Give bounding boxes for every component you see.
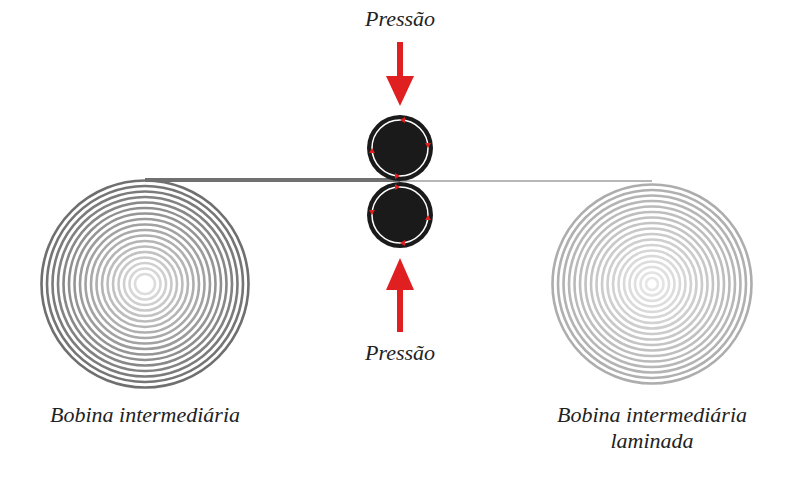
strip-thin [400,180,652,182]
coil-winding [558,190,746,378]
pressure-arrow [386,42,414,106]
coil-core [138,277,152,291]
coil-winding [64,203,227,366]
coil-winding [124,263,166,305]
coil-winding [75,214,216,355]
coil-winding [564,196,741,373]
force-label: Pressão [300,340,500,366]
coil-winding [591,223,713,345]
coil-winding [91,230,199,338]
strip-thick [145,178,400,182]
coil-winding [47,186,243,382]
coil-core [649,281,655,287]
coil-winding [135,274,155,294]
coil-winding [108,247,183,322]
coil-label: Bobina intermediária laminada [536,402,768,455]
roller-symbol [367,115,433,181]
coil-winding [42,181,249,388]
coil-winding [624,256,680,312]
coil-label: Bobina intermediária [5,402,285,428]
coil-winding [113,252,177,316]
coil-winding [553,185,752,384]
coil-winding [646,278,658,290]
coil-winding [58,197,232,371]
coil-winding [580,212,724,356]
coil-winding [575,207,730,362]
coil-winding [586,218,719,351]
coil-winding [53,192,238,377]
coil-winding [630,262,675,307]
coil-winding [641,273,664,296]
roller-symbol [367,182,433,248]
coil-winding [613,245,691,323]
coil-winding [569,201,735,367]
coil-winding [619,251,686,318]
pressure-arrow [386,258,414,332]
coil-winding [119,258,172,311]
coil-winding [130,269,161,300]
coil-winding [602,234,702,334]
coil-winding [635,267,669,301]
coil-symbol [42,181,249,388]
coil-winding [80,219,210,349]
force-label: Pressão [300,6,500,32]
coil-winding [102,241,188,327]
coil-winding [86,225,205,344]
coil-winding [597,229,708,340]
coil-winding [97,236,194,333]
coil-symbol [553,185,752,384]
coil-winding [608,240,697,329]
coil-winding [69,208,221,360]
